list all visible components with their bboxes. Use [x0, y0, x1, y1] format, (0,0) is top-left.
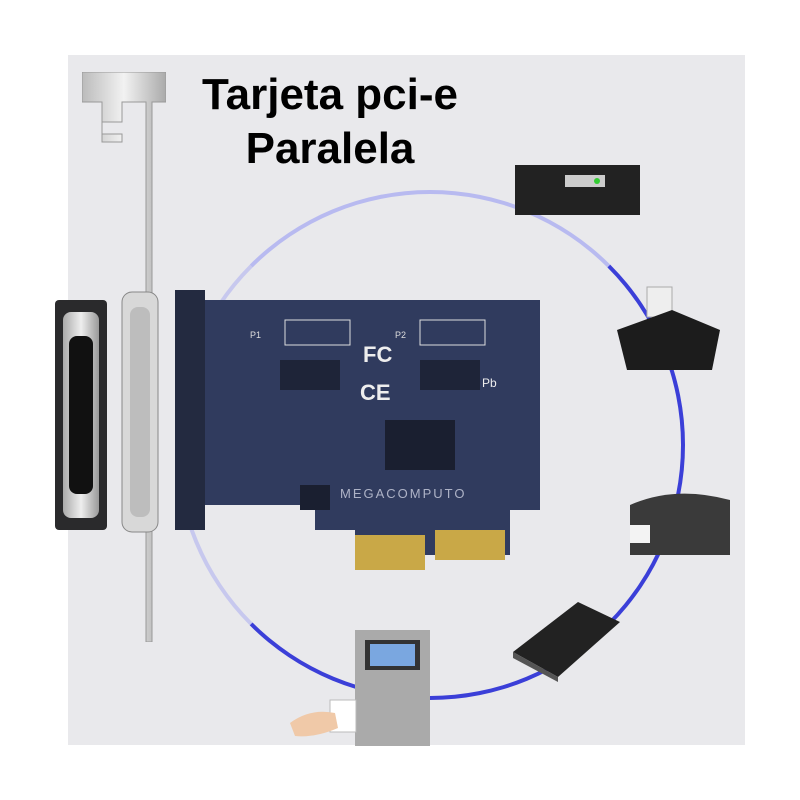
- db25-connector-closeup: [55, 300, 107, 530]
- access-control-terminal-icon: [290, 630, 430, 746]
- pcie-parallel-card: P1 P2 FC CE Pb: [175, 290, 540, 570]
- title-line-2: Paralela: [245, 124, 415, 173]
- scanner-icon: [513, 602, 620, 682]
- label-printer-icon: [630, 493, 730, 555]
- label-p2: P2: [395, 330, 406, 340]
- dot-matrix-printer-icon: [515, 165, 640, 215]
- pci-bracket: [82, 72, 166, 642]
- thermal-printer-icon: [617, 286, 720, 370]
- label-p1: P1: [250, 330, 261, 340]
- watermark: MEGACOMPUTO: [340, 486, 467, 501]
- title-line-1: Tarjeta pci-e: [202, 70, 458, 119]
- pb-mark: Pb: [482, 376, 497, 390]
- fc-mark: FC: [363, 342, 392, 367]
- ce-mark: CE: [360, 380, 391, 405]
